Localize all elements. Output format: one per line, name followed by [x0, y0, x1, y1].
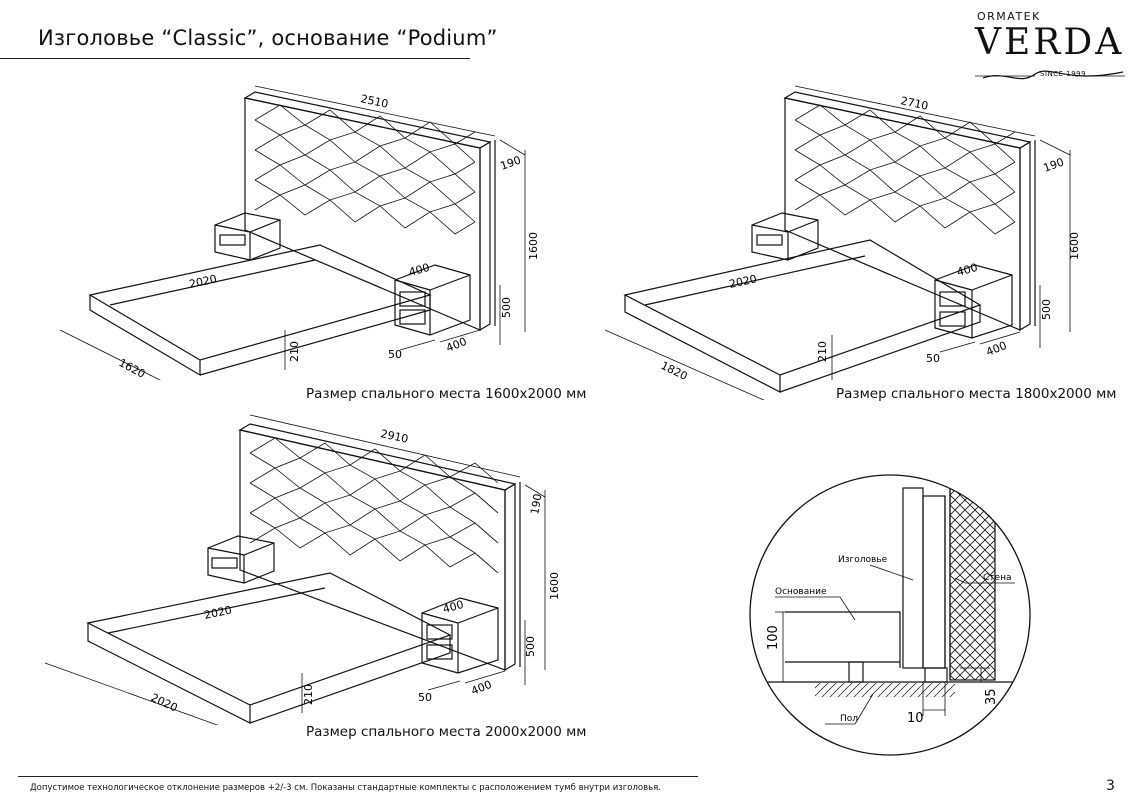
title-underline [0, 58, 470, 59]
dim-height-1: 1600 [527, 232, 540, 260]
detail-floor-label: Пол [840, 714, 858, 724]
dim-nightstand-height-1: 500 [500, 297, 513, 318]
logo-swoosh-icon [975, 70, 1125, 80]
dim-podium-height-3: 210 [302, 684, 315, 705]
dim-nightstand-depth-1: 400 [444, 335, 468, 355]
dim-nightstand-offset-1: 50 [388, 348, 402, 361]
detail-base-label: Основание [775, 587, 827, 597]
dim-bed-width-3: 2020 [149, 691, 180, 715]
bed-diagram-2: 2710 190 1600 2020 1820 210 400 500 400 … [604, 85, 1081, 400]
footer-note: Допустимое технологическое отклонение ра… [30, 783, 661, 793]
dim-nightstand-width-3: 400 [441, 598, 465, 616]
dim-nightstand-offset-2: 50 [926, 352, 940, 365]
dim-bed-width-1: 1620 [117, 356, 148, 380]
dim-nightstand-height-2: 500 [1040, 299, 1053, 320]
dim-depth-1: 190 [499, 153, 523, 172]
detail-dim-10: 10 [907, 711, 924, 726]
detail-dim-35: 35 [984, 688, 999, 705]
caption-1: Размер спального места 1600х2000 мм [306, 386, 587, 402]
dim-depth-2: 190 [1042, 155, 1066, 174]
dim-depth-3: 190 [528, 493, 544, 516]
dim-width-1: 2510 [359, 92, 389, 111]
caption-2: Размер спального места 1800х2000 мм [836, 386, 1117, 402]
detail-dim-100: 100 [766, 625, 781, 650]
detail-section: Изголовье Основание Стена Пол 100 10 35 [749, 474, 1031, 756]
dim-bed-width-2: 1820 [659, 359, 690, 383]
dim-bed-length-2: 2020 [728, 272, 758, 291]
dim-width-2: 2710 [899, 94, 929, 113]
dim-nightstand-width-2: 400 [955, 261, 979, 279]
dim-width-3: 2910 [379, 427, 409, 446]
dim-nightstand-height-3: 500 [524, 636, 537, 657]
caption-3: Размер спального места 2000х2000 мм [306, 724, 587, 740]
logo-top-text: ORMATEK [977, 10, 1041, 23]
logo-since: SINCE 1999 [1040, 70, 1087, 78]
dim-bed-length-1: 2020 [188, 272, 218, 291]
detail-wall-label: Стена [983, 573, 1011, 583]
dim-nightstand-offset-3: 50 [418, 691, 432, 704]
logo-brand: VERDA [975, 22, 1125, 63]
brand-logo: ORMATEK VERDA SINCE 1999 [975, 10, 1125, 100]
detail-headboard-label: Изголовье [838, 555, 888, 565]
page-number: 3 [1106, 778, 1115, 794]
bed-diagram-1: 2510 190 1600 2020 1620 210 400 500 400 … [59, 85, 540, 380]
dim-podium-height-2: 210 [816, 341, 829, 362]
bed-diagram-3: 2910 190 1600 2020 2020 210 400 500 400 … [44, 414, 560, 725]
dim-nightstand-width-1: 400 [407, 261, 431, 279]
dim-height-3: 1600 [548, 572, 560, 600]
dim-height-2: 1600 [1068, 232, 1081, 260]
page-title: Изголовье “Classic”, основание “Podium” [38, 26, 498, 50]
footer-rule [18, 776, 698, 777]
dim-podium-height-1: 210 [288, 341, 301, 362]
dim-bed-length-3: 2020 [203, 603, 233, 622]
